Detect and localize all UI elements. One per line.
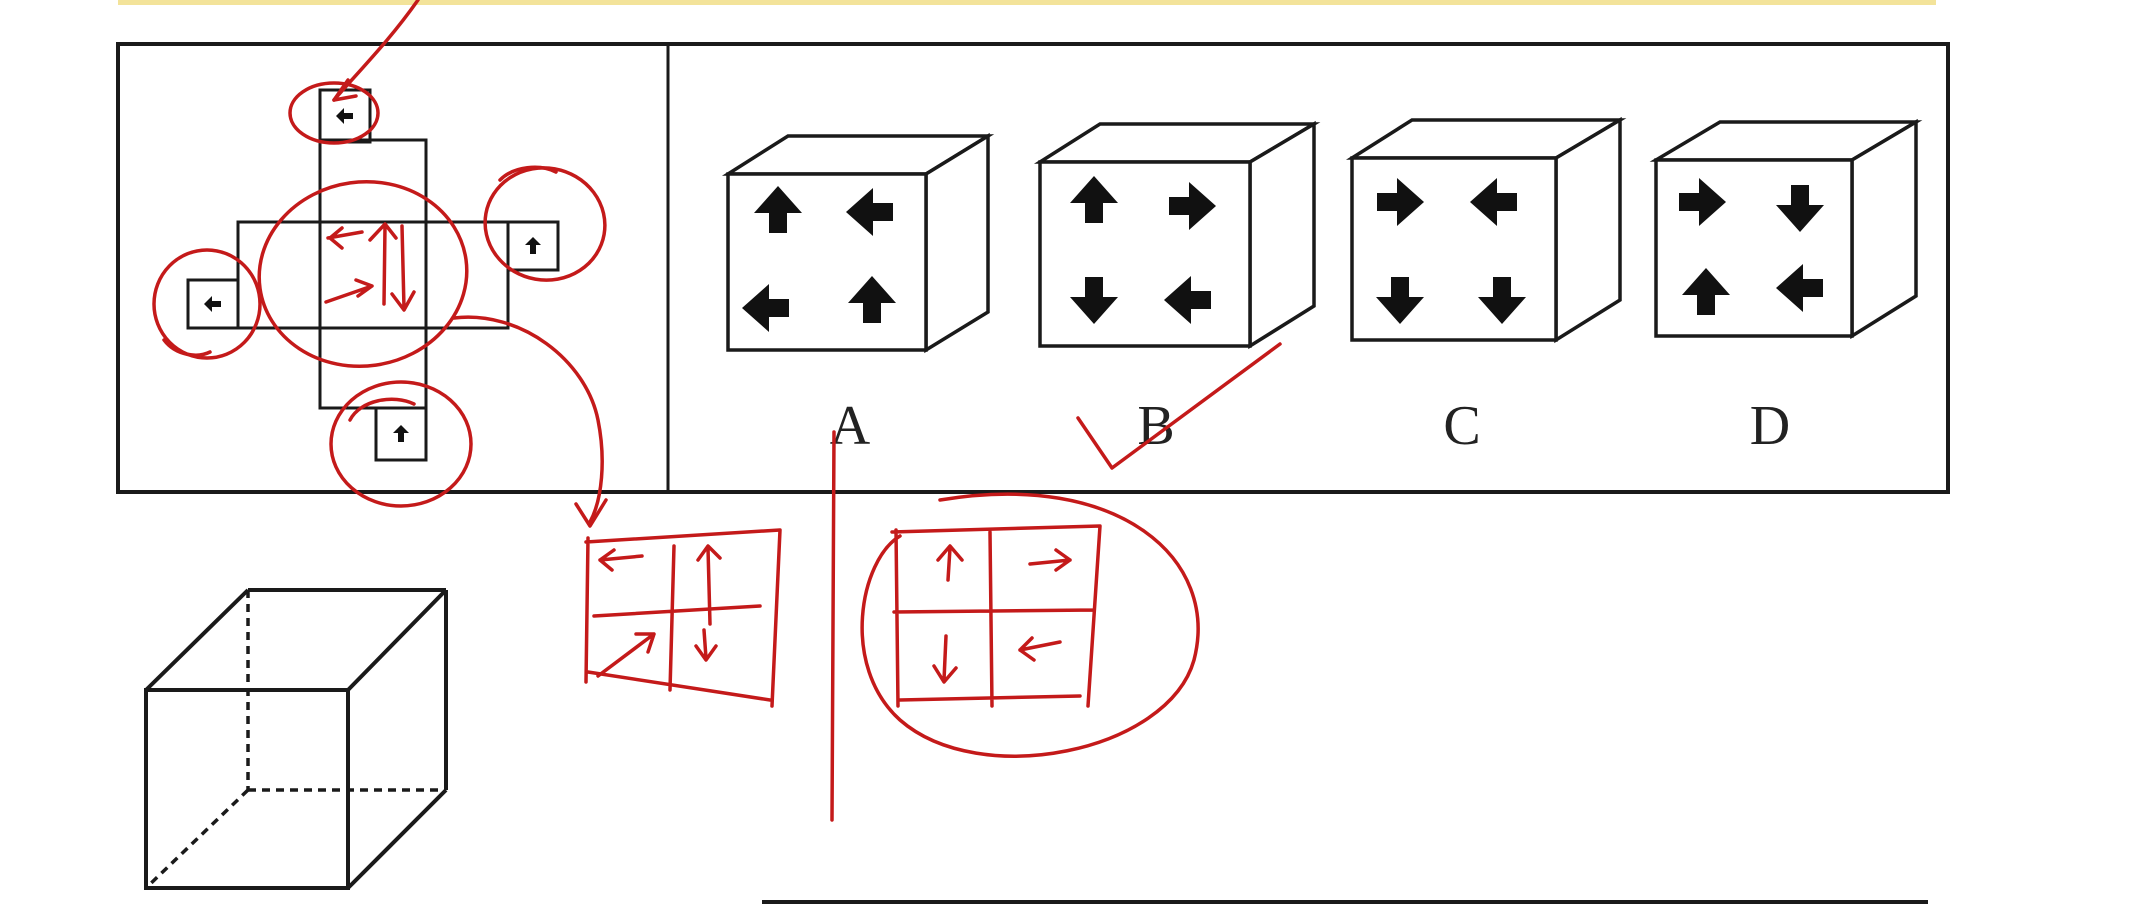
net-face-vertical-strip xyxy=(318,138,428,410)
arrow-left-icon xyxy=(204,296,221,312)
arrow-left-icon xyxy=(336,108,353,124)
red-annotations xyxy=(152,0,1282,822)
option-label-d: D xyxy=(1750,395,1790,457)
cube-net xyxy=(186,88,560,462)
option-cube-b xyxy=(1033,120,1321,350)
net-face-right xyxy=(506,220,560,272)
option-label-c: C xyxy=(1443,395,1480,457)
option-cube-c xyxy=(1345,116,1627,344)
option-cube-d xyxy=(1649,118,1923,340)
net-arrow-icons xyxy=(204,108,541,442)
option-label-a: A xyxy=(830,395,871,457)
highlight-strip xyxy=(118,0,1936,5)
net-face-bottom xyxy=(374,406,428,462)
net-face-left xyxy=(186,278,240,330)
option-cube-a xyxy=(721,132,995,354)
wireframe-cube xyxy=(144,588,448,890)
net-face-horizontal-strip xyxy=(236,220,510,330)
table-edge xyxy=(762,900,1928,904)
question-frame xyxy=(116,42,1950,494)
arrow-up-icon xyxy=(393,425,409,442)
arrow-up-icon xyxy=(525,237,541,254)
